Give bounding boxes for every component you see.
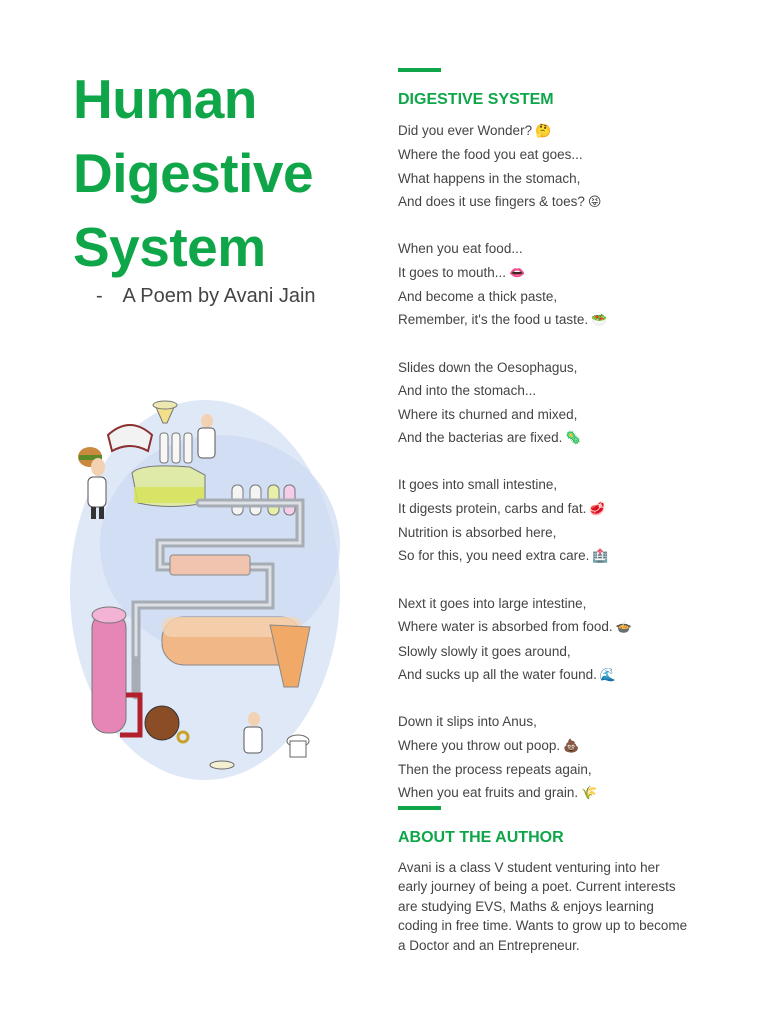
poem-stanza: Did you ever Wonder?🤔 Where the food you…: [398, 119, 728, 214]
poem-line: Where you throw out poop.💩: [398, 734, 728, 758]
poem-stanza: When you eat food... It goes to mouth...…: [398, 237, 728, 332]
poem-line: So for this, you need extra care.🏥: [398, 544, 728, 568]
poem-line-text: Next it goes into large intestine,: [398, 595, 587, 611]
mouth-icon: 👄: [509, 265, 526, 281]
poem-line-text: Where its churned and mixed,: [398, 406, 578, 422]
poem-line: Down it slips into Anus,: [398, 710, 728, 733]
poem-line-text: Slowly slowly it goes around,: [398, 643, 571, 659]
poem-line: Then the process repeats again,: [398, 758, 728, 781]
poem-line-text: Slides down the Oesophagus,: [398, 359, 578, 375]
author-bio: Avani is a class V student venturing int…: [398, 860, 688, 953]
poem-line: And sucks up all the water found.🌊: [398, 663, 728, 687]
poem-accent-bar: [398, 68, 441, 72]
poem-line: Where its churned and mixed,: [398, 403, 728, 426]
title-line: Digestive: [73, 142, 314, 204]
poem-line-text: Did you ever Wonder?: [398, 123, 533, 138]
microbe-icon: 🦠: [565, 430, 582, 446]
poop-icon: 💩: [563, 738, 580, 754]
food-bowl-icon: 🍲: [615, 620, 632, 636]
title-line: System: [73, 216, 266, 278]
thinking-face-icon: 🤔: [535, 124, 552, 139]
page-title: Human Digestive System: [73, 62, 314, 284]
poem-stanza: Down it slips into Anus, Where you throw…: [398, 710, 728, 805]
poem-line: What happens in the stomach,: [398, 167, 728, 190]
poem-line-text: And does it use fingers & toes?: [398, 193, 585, 209]
subtitle-text: A Poem by Avani Jain: [122, 285, 316, 307]
poem-line: Where water is absorbed from food.🍲: [398, 615, 728, 639]
poem-line-text: And become a thick paste,: [398, 289, 558, 305]
poem-line: Slowly slowly it goes around,: [398, 640, 728, 663]
title-line: Human: [73, 68, 257, 130]
poem-line-text: And into the stomach...: [398, 383, 537, 399]
poem-line: It digests protein, carbs and fat.🥩: [398, 497, 728, 521]
poem-stanza: Next it goes into large intestine, Where…: [398, 592, 728, 687]
poem-line: And into the stomach...: [398, 379, 728, 402]
poem-line: And does it use fingers & toes?😝: [398, 190, 728, 214]
poem-line-text: So for this, you need extra care.: [398, 548, 590, 564]
meat-icon: 🥩: [589, 501, 606, 517]
poem-line: Where the food you eat goes...: [398, 143, 728, 166]
poem-line-text: Then the process repeats again,: [398, 762, 592, 778]
poem-line-text: It goes to mouth...: [398, 264, 507, 280]
poem-body: Did you ever Wonder?🤔 Where the food you…: [398, 119, 728, 829]
poem-line-text: Nutrition is absorbed here,: [398, 525, 557, 541]
grain-icon: 🌾: [581, 786, 598, 802]
salad-icon: 🥗: [591, 313, 608, 329]
subtitle: - A Poem by Avani Jain: [96, 285, 316, 308]
poem-line-text: What happens in the stomach,: [398, 170, 581, 186]
poem-line: Did you ever Wonder?🤔: [398, 119, 728, 143]
poem-line: When you eat fruits and grain.🌾: [398, 781, 728, 805]
poem-line: Slides down the Oesophagus,: [398, 356, 728, 379]
poem-line: Nutrition is absorbed here,: [398, 521, 728, 544]
water-wave-icon: 🌊: [599, 667, 617, 683]
poem-stanza: Slides down the Oesophagus, And into the…: [398, 356, 728, 450]
poem-line-text: Down it slips into Anus,: [398, 714, 537, 730]
poem-line-text: Where the food you eat goes...: [398, 147, 583, 163]
poem-stanza: It goes into small intestine, It digests…: [398, 473, 728, 568]
hospital-icon: 🏥: [592, 549, 609, 565]
poem-line: It goes into small intestine,: [398, 473, 728, 496]
poem-line-text: Where you throw out poop.: [398, 737, 561, 753]
poem-line-text: Where water is absorbed from food.: [398, 619, 613, 635]
poem-heading: DIGESTIVE SYSTEM: [398, 91, 554, 108]
poem-line: Remember, it's the food u taste.🥗: [398, 308, 728, 332]
poem-line-text: When you eat fruits and grain.: [398, 785, 579, 801]
poem-line: Next it goes into large intestine,: [398, 592, 728, 615]
poem-line-text: Remember, it's the food u taste.: [398, 312, 589, 328]
author-heading: ABOUT THE AUTHOR: [398, 829, 564, 846]
poem-line: When you eat food...: [398, 237, 728, 260]
poem-line-text: And the bacterias are fixed.: [398, 429, 563, 445]
poem-line: And the bacterias are fixed.🦠: [398, 426, 728, 450]
subtitle-dash: -: [96, 285, 103, 307]
poem-line-text: When you eat food...: [398, 241, 523, 257]
digestive-machine-illustration: [70, 400, 340, 780]
poem-line: It goes to mouth...👄: [398, 261, 728, 285]
poem-line-text: And sucks up all the water found.: [398, 666, 597, 682]
poem-line-text: It goes into small intestine,: [398, 477, 558, 493]
poem-line: And become a thick paste,: [398, 285, 728, 308]
poem-line-text: It digests protein, carbs and fat.: [398, 500, 587, 516]
tongue-face-icon: 😝: [587, 194, 602, 210]
author-accent-bar: [398, 806, 441, 810]
